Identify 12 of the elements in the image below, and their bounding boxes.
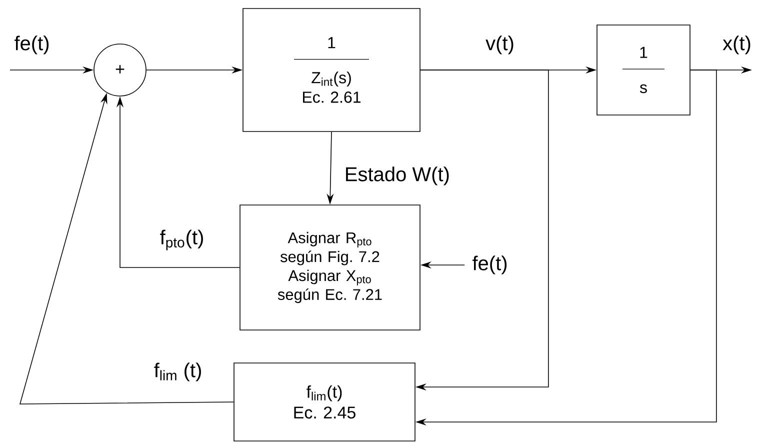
process-box: Asignar R$_{pto}$ según Fig. 7.2 Asignar X$_{pto}$ según Ec. 7.21 — [240, 204, 420, 330]
signal-label: x(t) — [722, 36, 750, 54]
signal-label: v(t) — [486, 36, 514, 54]
input-label: fe(t) — [472, 256, 507, 274]
signal-label: Estado W(t) — [346, 166, 449, 186]
signal-label: f$_{pto}$(t) — [160, 230, 203, 250]
summing-junction: + — [94, 44, 146, 96]
integrator-box: 1 s — [596, 24, 690, 116]
signal-label: fe(t) — [14, 36, 49, 54]
transfer-function-box: 1 Z$_{int}$(s) Ec. 2.61 — [242, 8, 420, 132]
limit-box: f$_{lim}$(t) Ec. 2.45 — [234, 362, 416, 442]
signal-label: f$_{lim}$ (t) — [154, 362, 201, 382]
